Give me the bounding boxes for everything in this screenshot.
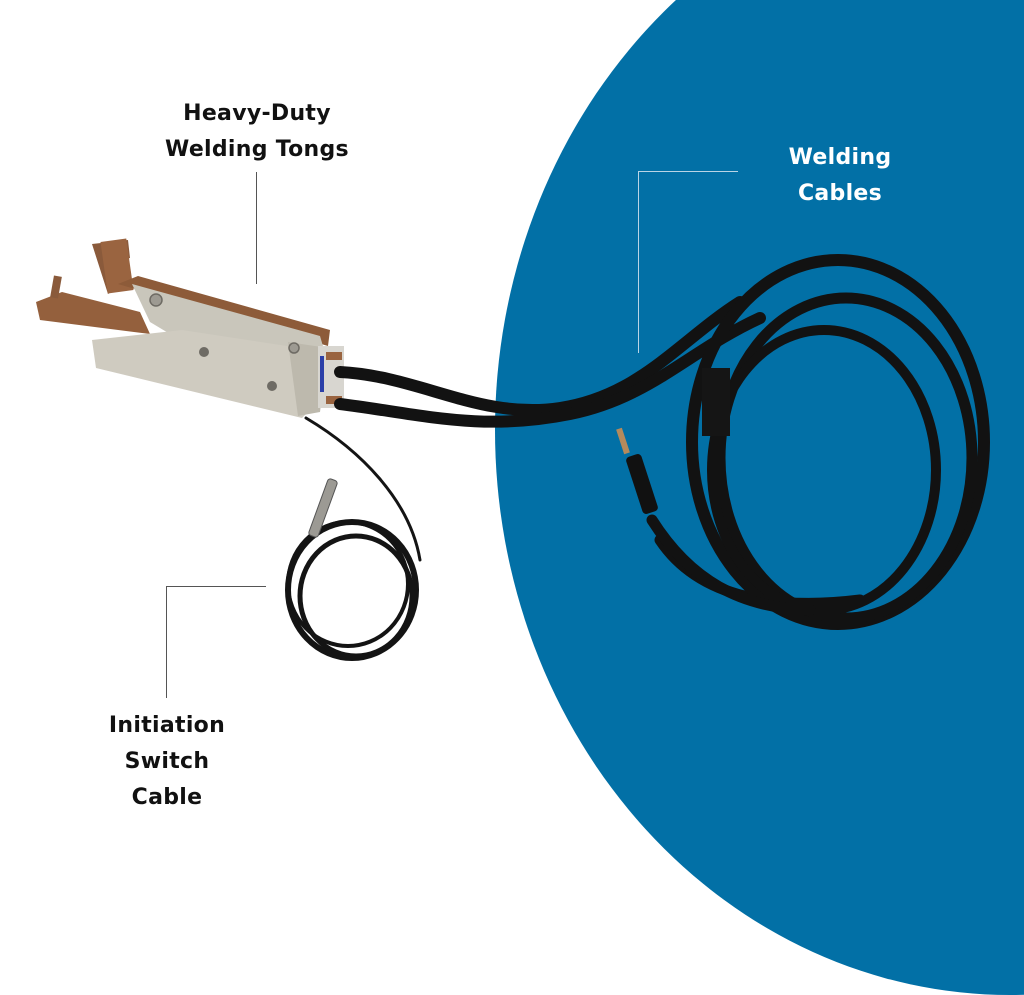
switch-leader-horizontal <box>166 586 266 587</box>
switch-cable-label: Initiation Switch Cable <box>82 708 252 816</box>
cables-leader-vertical <box>638 171 639 353</box>
switch-label-line1: Initiation <box>108 713 226 738</box>
switch-cable-icon <box>285 416 422 661</box>
tongs-label-line2: Welding Tongs <box>165 137 349 162</box>
switch-label-line3: Cable <box>131 785 203 810</box>
switch-leader-vertical <box>166 586 167 698</box>
cables-leader-horizontal <box>638 171 738 172</box>
product-illustration <box>36 238 990 661</box>
product-diagram: Heavy-Duty Welding Tongs Welding Cables … <box>36 0 1024 995</box>
tongs-label-line1: Heavy-Duty <box>183 101 331 126</box>
cables-label-line1: Welding <box>788 145 892 170</box>
cables-label-line2: Cables <box>797 181 883 206</box>
tongs-leader-line <box>256 172 257 284</box>
tongs-label: Heavy-Duty Welding Tongs <box>132 96 382 168</box>
switch-label-line2: Switch <box>124 749 210 774</box>
coiled-cable-icon <box>334 254 990 630</box>
cables-label: Welding Cables <box>760 140 920 212</box>
welding-tongs-icon <box>36 238 344 418</box>
